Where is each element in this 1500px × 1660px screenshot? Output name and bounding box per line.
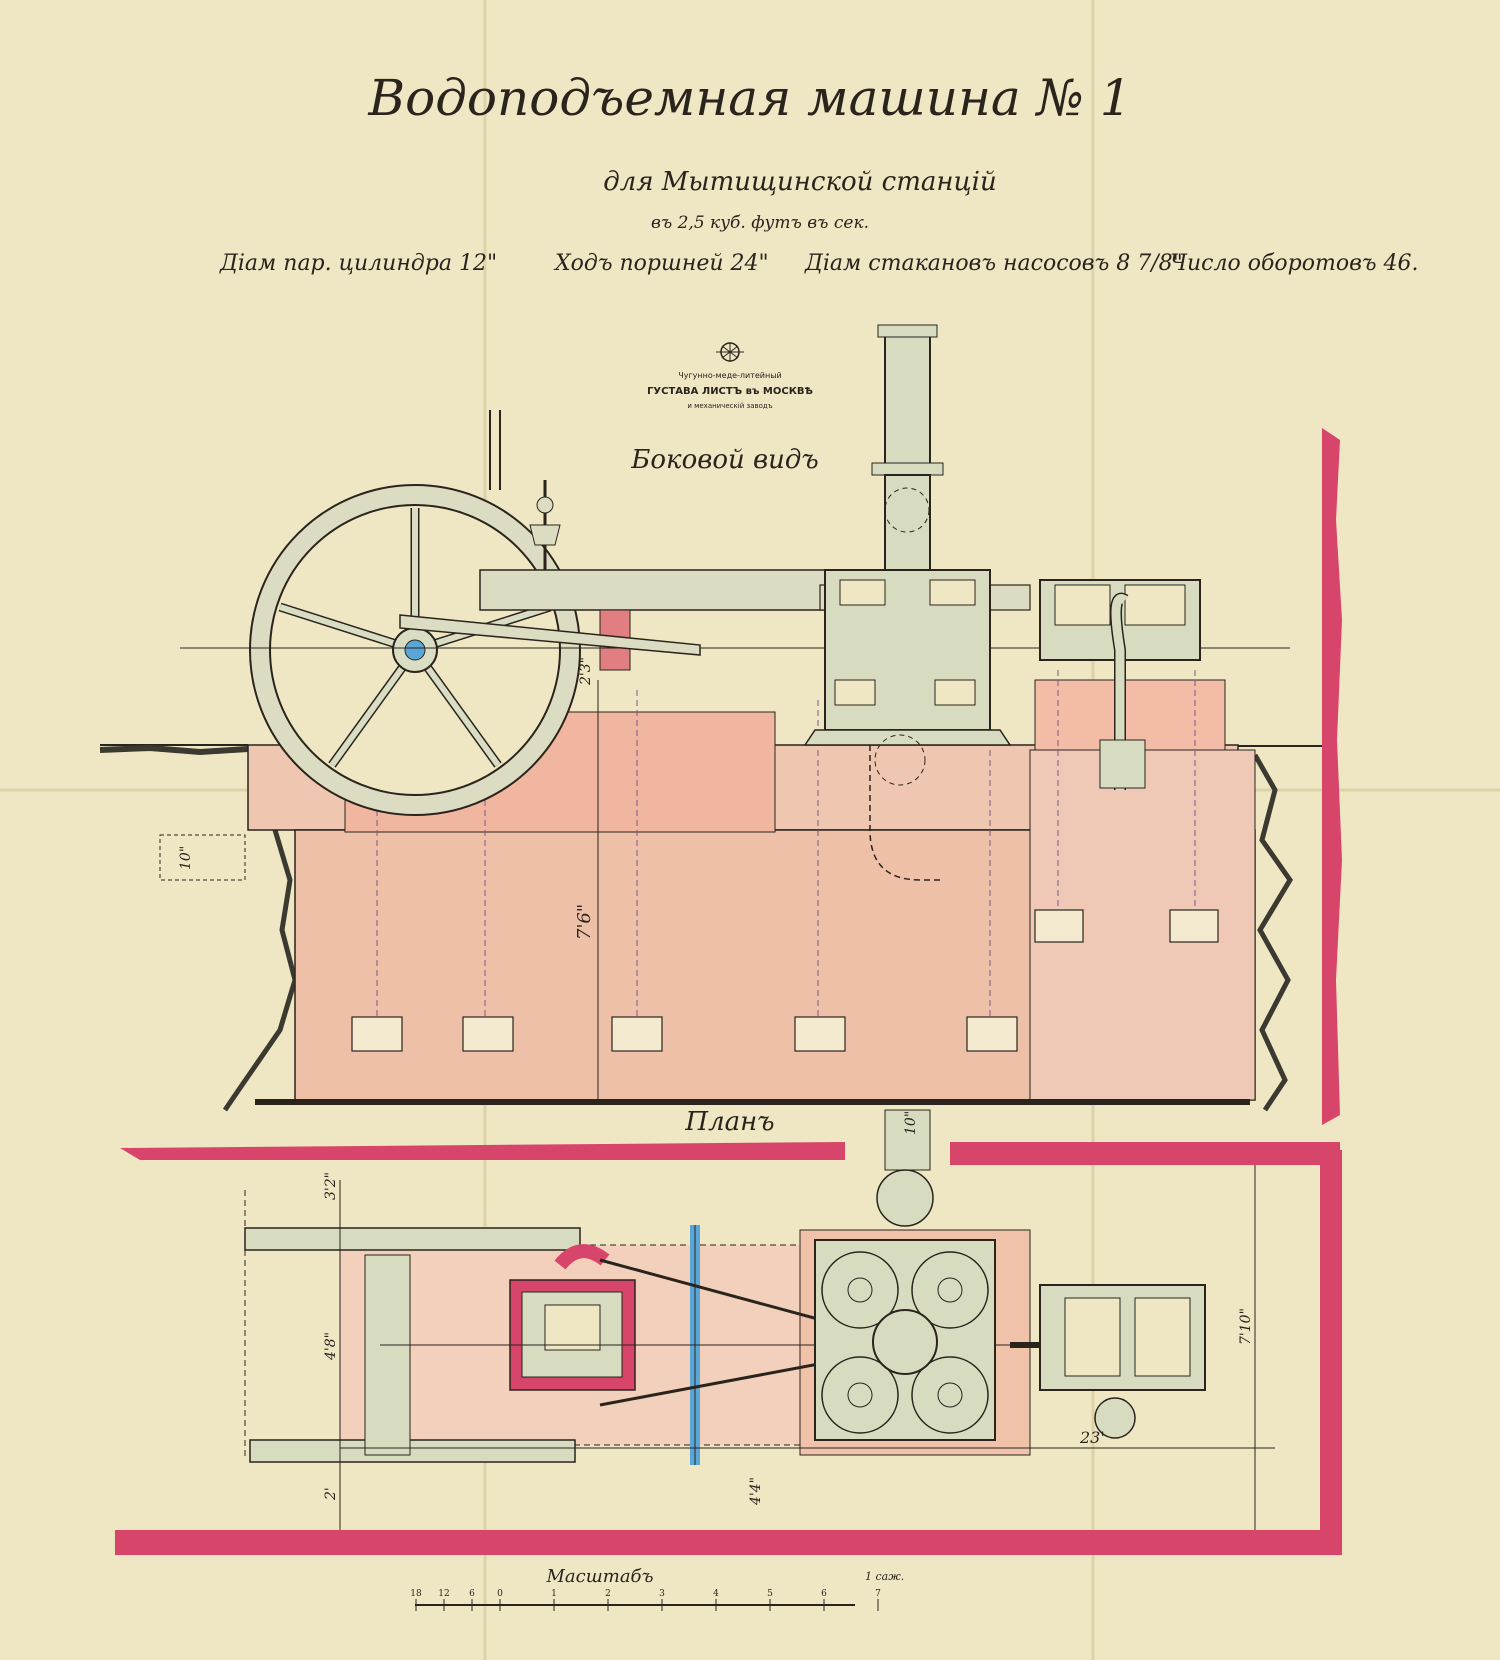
plan-wall-bottom [115, 1530, 1342, 1555]
plan-exhaust-flange [876, 1169, 934, 1227]
spec-piston-stroke: Ходъ поршней 24" [553, 251, 769, 276]
right-wall-red [1322, 428, 1342, 1125]
plan-rod [599, 1258, 841, 1327]
pump-chamber [1054, 584, 1111, 626]
plan-center-cylinder [872, 1309, 938, 1375]
plan-flywheel-rim-top [244, 1227, 581, 1251]
cylinder-port [934, 679, 976, 706]
exhaust-pipe-lower [884, 474, 931, 571]
subtitle: для Мытищинской станцій [603, 167, 996, 197]
dim-label-7ft6: 7'6" [574, 904, 595, 940]
scale-tick-label: 4 [713, 1589, 719, 1599]
pump-chamber [1124, 584, 1186, 626]
scale-tick-label: 2 [605, 1589, 611, 1599]
dim-label-7ft10: 7'10" [1238, 1308, 1254, 1345]
dim-label-3ft2: 3'2" [323, 1172, 339, 1200]
scale-tick-label: 18 [410, 1589, 422, 1599]
stamp-line-3: и механическій заводъ [687, 402, 772, 410]
dim-label-10in-plan: 10" [903, 1111, 919, 1135]
plan-view-label: Планъ [684, 1107, 774, 1137]
plan-rod [599, 1358, 841, 1407]
engine-frame [479, 569, 831, 611]
scale-tick-label: 0 [497, 1589, 503, 1599]
scale-tick-label: 5 [767, 1589, 773, 1599]
stamp-line-1: Чугунно-меде-литейный [678, 371, 782, 380]
pump-pipe-flange [1099, 739, 1146, 789]
plan-crankshaft [364, 1254, 411, 1456]
ground-hatch-left [99, 744, 249, 756]
anchor-pockets [351, 909, 1219, 1052]
governor-icon [529, 480, 561, 570]
scale-tick-label: 7 [875, 1589, 881, 1599]
spec-revolutions: Число оборотовъ 46. [1170, 251, 1419, 276]
scale-tick-label: 6 [469, 1589, 475, 1599]
plan-exhaust-pipe [884, 1109, 931, 1171]
scale-tick-label: 6 [821, 1589, 827, 1599]
side-view-label: Боковой видъ [630, 445, 818, 475]
plan-wall-top-left [120, 1142, 845, 1160]
maker-stamp: Чугунно-меде-литейный ГУСТАВА ЛИСТЪ въ М… [647, 342, 813, 410]
plan-steam-elbow [554, 1244, 610, 1270]
stamp-line-2: ГУСТАВА ЛИСТЪ въ МОСКВѢ [647, 386, 813, 397]
flywheel [249, 484, 581, 816]
cylinder-base [803, 729, 1012, 746]
spec-cylinder-diameter: Діам пар. цилиндра 12" [219, 251, 497, 276]
dim-label-10in: 10" [178, 846, 194, 870]
plan-view: 3'2" 4'8" 2' 4'4" 23' 7'10" 10" [115, 1109, 1342, 1555]
plan-valve-port [544, 1304, 601, 1351]
plan-pump-chamber [1134, 1297, 1191, 1377]
plan-cylinder-circle [911, 1356, 989, 1434]
side-view: 2'3" 7'6" 10" [99, 324, 1342, 1125]
cylinder-port [929, 579, 976, 606]
underfloor-pipe [869, 745, 940, 881]
cylinder-port [839, 579, 886, 606]
exhaust-pipe-top [877, 324, 938, 338]
dim-label-2ft3: 2'3" [578, 657, 594, 686]
dim-label-2ft: 2' [323, 1487, 339, 1501]
main-title: Водоподъемная машина № 1 [367, 69, 1131, 127]
scale-tick-label: 1 [551, 1589, 557, 1599]
spec-pump-diameter: Діам стакановъ насосовъ 8 7/8" [804, 251, 1183, 276]
plan-cylinder-circle [911, 1251, 989, 1329]
plan-wall-top-right [950, 1142, 1340, 1165]
exhaust-flange [871, 462, 944, 476]
dim-label-4ft8: 4'8" [323, 1332, 339, 1361]
soil-hatch-right [1252, 753, 1293, 1112]
dim-box-left [159, 834, 246, 881]
plan-pump-outlet [1094, 1397, 1136, 1439]
scale-label: Масштабъ [545, 1566, 653, 1587]
plan-pump-chamber [1064, 1297, 1121, 1377]
cylinder-port [834, 679, 876, 706]
plan-cylinder-circle [821, 1251, 899, 1329]
capacity-note: въ 2,5 куб. футъ въ сек. [651, 213, 869, 233]
pipe-hidden-circle [884, 487, 930, 533]
pipe-hidden-circle-lower [874, 734, 926, 786]
plan-cylinder-circle [821, 1356, 899, 1434]
dim-label-4ft4: 4'4" [748, 1477, 764, 1506]
plan-wall-right [1320, 1150, 1342, 1550]
connecting-rod [399, 614, 701, 656]
plan-flywheel-rim-bottom [249, 1439, 576, 1463]
scale-tick-label: 3 [659, 1589, 665, 1599]
dim-label-23ft: 23' [1079, 1428, 1105, 1447]
scale-tick-label: 12 [438, 1589, 449, 1599]
eagle-emblem-icon [716, 342, 744, 362]
exhaust-pipe [884, 329, 931, 466]
scale-unit: 1 саж. [865, 1570, 904, 1583]
flywheel-hub-blue [404, 639, 426, 661]
